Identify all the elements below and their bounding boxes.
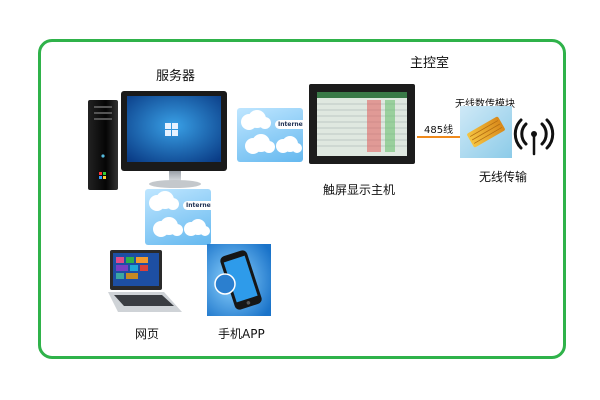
wireless-module-label: 无线数传模块 — [455, 99, 515, 110]
server-tower-icon — [86, 98, 122, 192]
webpage-label: 网页 — [135, 327, 160, 341]
smartphone-icon — [207, 244, 271, 316]
rs485-cable — [417, 136, 462, 138]
antenna-icon — [512, 112, 556, 156]
cable-label: 485线 — [424, 125, 454, 136]
server-label: 服务器 — [156, 69, 196, 84]
wireless-module-icon — [460, 106, 512, 158]
system-frame — [38, 39, 566, 359]
cloud-internet-icon: Internet — [237, 108, 303, 162]
monitor-icon — [119, 89, 229, 189]
mobile-app-label: 手机APP — [218, 327, 265, 341]
touchscreen-icon — [309, 84, 415, 164]
touchscreen-host-label: 触屏显示主机 — [323, 183, 396, 197]
cloud-internet-icon: Internet — [145, 189, 211, 245]
control-room-label: 主控室 — [410, 56, 450, 71]
laptop-icon — [104, 248, 184, 318]
internet-label: Internet — [275, 120, 303, 129]
internet-label: Internet — [183, 201, 211, 210]
wireless-transmission-label: 无线传输 — [479, 170, 528, 184]
